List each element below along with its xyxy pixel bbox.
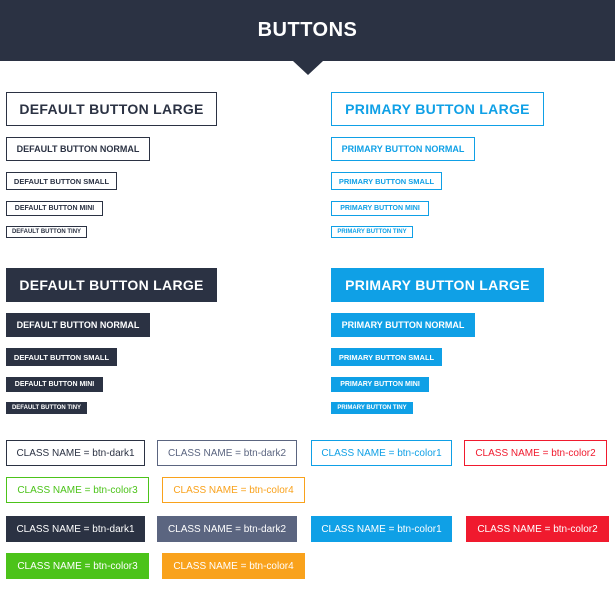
btn-color4-outline[interactable]: CLASS NAME = btn-color4 bbox=[162, 477, 305, 503]
default-button-small-filled[interactable]: DEFAULT BUTTON SMALL bbox=[6, 348, 117, 366]
default-button-mini-filled[interactable]: DEFAULT BUTTON MINI bbox=[6, 377, 103, 392]
primary-button-normal-filled[interactable]: PRIMARY BUTTON NORMAL bbox=[331, 313, 475, 337]
default-button-small-outline[interactable]: DEFAULT BUTTON SMALL bbox=[6, 172, 117, 190]
page-header: BUTTONS bbox=[0, 0, 615, 61]
btn-dark1-filled[interactable]: CLASS NAME = btn-dark1 bbox=[6, 516, 145, 542]
btn-dark2-filled[interactable]: CLASS NAME = btn-dark2 bbox=[157, 516, 297, 542]
default-button-normal-outline[interactable]: DEFAULT BUTTON NORMAL bbox=[6, 137, 150, 161]
primary-button-normal-outline[interactable]: PRIMARY BUTTON NORMAL bbox=[331, 137, 475, 161]
primary-button-tiny-outline[interactable]: PRIMARY BUTTON TINY bbox=[331, 226, 413, 238]
default-button-mini-outline[interactable]: DEFAULT BUTTON MINI bbox=[6, 201, 103, 216]
default-button-tiny-outline[interactable]: DEFAULT BUTTON TINY bbox=[6, 226, 87, 238]
default-button-normal-filled[interactable]: DEFAULT BUTTON NORMAL bbox=[6, 313, 150, 337]
default-button-large-filled[interactable]: DEFAULT BUTTON LARGE bbox=[6, 268, 217, 302]
btn-dark1-outline[interactable]: CLASS NAME = btn-dark1 bbox=[6, 440, 145, 466]
default-button-large-outline[interactable]: DEFAULT BUTTON LARGE bbox=[6, 92, 217, 126]
primary-button-mini-outline[interactable]: PRIMARY BUTTON MINI bbox=[331, 201, 429, 216]
btn-color1-filled[interactable]: CLASS NAME = btn-color1 bbox=[311, 516, 452, 542]
primary-button-small-outline[interactable]: PRIMARY BUTTON SMALL bbox=[331, 172, 442, 190]
btn-color2-outline[interactable]: CLASS NAME = btn-color2 bbox=[464, 440, 607, 466]
primary-button-small-filled[interactable]: PRIMARY BUTTON SMALL bbox=[331, 348, 442, 366]
header-pointer bbox=[293, 61, 323, 75]
btn-color4-filled[interactable]: CLASS NAME = btn-color4 bbox=[162, 553, 305, 579]
btn-color3-filled[interactable]: CLASS NAME = btn-color3 bbox=[6, 553, 149, 579]
btn-color3-outline[interactable]: CLASS NAME = btn-color3 bbox=[6, 477, 149, 503]
primary-button-tiny-filled[interactable]: PRIMARY BUTTON TINY bbox=[331, 402, 413, 414]
default-button-tiny-filled[interactable]: DEFAULT BUTTON TINY bbox=[6, 402, 87, 414]
btn-color2-filled[interactable]: CLASS NAME = btn-color2 bbox=[466, 516, 609, 542]
primary-button-large-outline[interactable]: PRIMARY BUTTON LARGE bbox=[331, 92, 544, 126]
page-title: BUTTONS bbox=[257, 19, 358, 41]
btn-color1-outline[interactable]: CLASS NAME = btn-color1 bbox=[311, 440, 452, 466]
primary-button-mini-filled[interactable]: PRIMARY BUTTON MINI bbox=[331, 377, 429, 392]
btn-dark2-outline[interactable]: CLASS NAME = btn-dark2 bbox=[157, 440, 297, 466]
primary-button-large-filled[interactable]: PRIMARY BUTTON LARGE bbox=[331, 268, 544, 302]
